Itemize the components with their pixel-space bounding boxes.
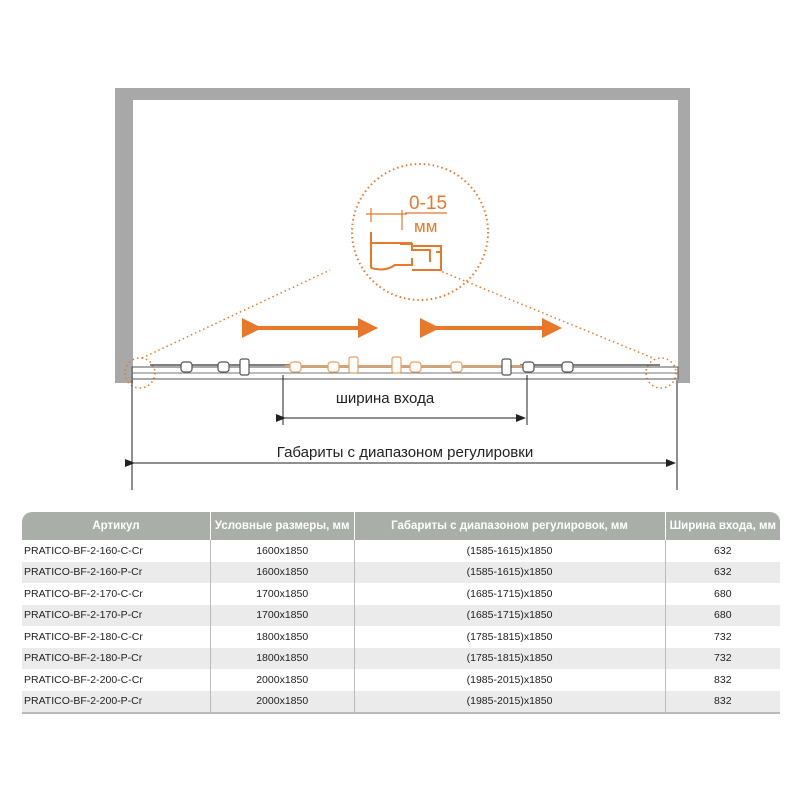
cell-nominal-size: 1800x1850: [210, 647, 355, 669]
cell-article: PRATICO-BF-2-160-C-Cr: [22, 540, 211, 562]
detail-gap-value: 0-15: [409, 193, 447, 214]
cell-nominal-size: 1700x1850: [210, 604, 355, 626]
header-article: Артикул: [22, 512, 211, 540]
cell-adjustment-range: (1685-1715)x1850: [354, 583, 666, 605]
shower-door-plan-diagram: 0-15 мм ширина входа Габари: [115, 88, 690, 490]
cell-adjustment-range: (1585-1615)x1850: [354, 561, 666, 583]
cell-adjustment-range: (1785-1815)x1850: [354, 647, 666, 669]
cell-adjustment-range: (1985-2015)x1850: [354, 669, 666, 691]
table-header-row: Артикул Условные размеры, мм Габариты с …: [22, 512, 780, 540]
cell-article: PRATICO-BF-2-170-C-Cr: [22, 583, 211, 605]
entry-width-dimension: [276, 375, 528, 425]
detail-circle: [351, 163, 489, 301]
profile-detail: [366, 208, 442, 271]
cell-nominal-size: 2000x1850: [210, 669, 355, 691]
cell-article: PRATICO-BF-2-200-P-Cr: [22, 690, 211, 714]
cell-nominal-size: 1700x1850: [210, 583, 355, 605]
door-rollers: [180, 356, 574, 376]
detail-leader-right: [437, 269, 654, 359]
detail-leader-left: [141, 269, 331, 359]
cell-article: PRATICO-BF-2-180-P-Cr: [22, 647, 211, 669]
cell-nominal-size: 1600x1850: [210, 561, 355, 583]
cell-entry-width: 632: [665, 561, 780, 583]
header-adjustment-range: Габариты с диапазоном регулировок, мм: [354, 512, 666, 540]
cell-adjustment-range: (1785-1815)x1850: [354, 626, 666, 648]
cell-adjustment-range: (1585-1615)x1850: [354, 540, 666, 562]
detail-gap-unit: мм: [414, 217, 437, 236]
cell-entry-width: 680: [714, 587, 732, 600]
cell-article: PRATICO-BF-2-170-P-Cr: [22, 604, 211, 626]
models-table: Артикул Условные размеры, мм Габариты с …: [22, 512, 780, 714]
cell-entry-width: 632: [714, 544, 732, 557]
cell-nominal-size: 1800x1850: [210, 626, 355, 648]
cell-entry-width: 832: [714, 673, 732, 686]
overall-dimension: [125, 380, 678, 490]
cell-adjustment-range: (1685-1715)x1850: [354, 604, 666, 626]
cell-article: PRATICO-BF-2-200-C-Cr: [22, 669, 211, 691]
cell-nominal-size: 2000x1850: [210, 690, 355, 714]
cell-entry-width: 832: [665, 690, 780, 714]
cell-article: PRATICO-BF-2-160-P-Cr: [22, 561, 211, 583]
cell-nominal-size: 1600x1850: [210, 540, 355, 562]
cell-entry-width: 732: [714, 630, 732, 643]
door-tracks: [131, 364, 679, 380]
cell-adjustment-range: (1985-2015)x1850: [354, 690, 666, 714]
entry-width-label: ширина входа: [336, 390, 435, 407]
header-nominal-size: Условные размеры, мм: [210, 512, 355, 540]
cell-entry-width: 732: [665, 647, 780, 669]
overall-dimension-label: Габариты с диапазоном регулировки: [277, 444, 533, 461]
header-entry-width: Ширина входа, мм: [665, 512, 780, 540]
cell-entry-width: 680: [665, 604, 780, 626]
cell-article: PRATICO-BF-2-180-C-Cr: [22, 626, 211, 648]
